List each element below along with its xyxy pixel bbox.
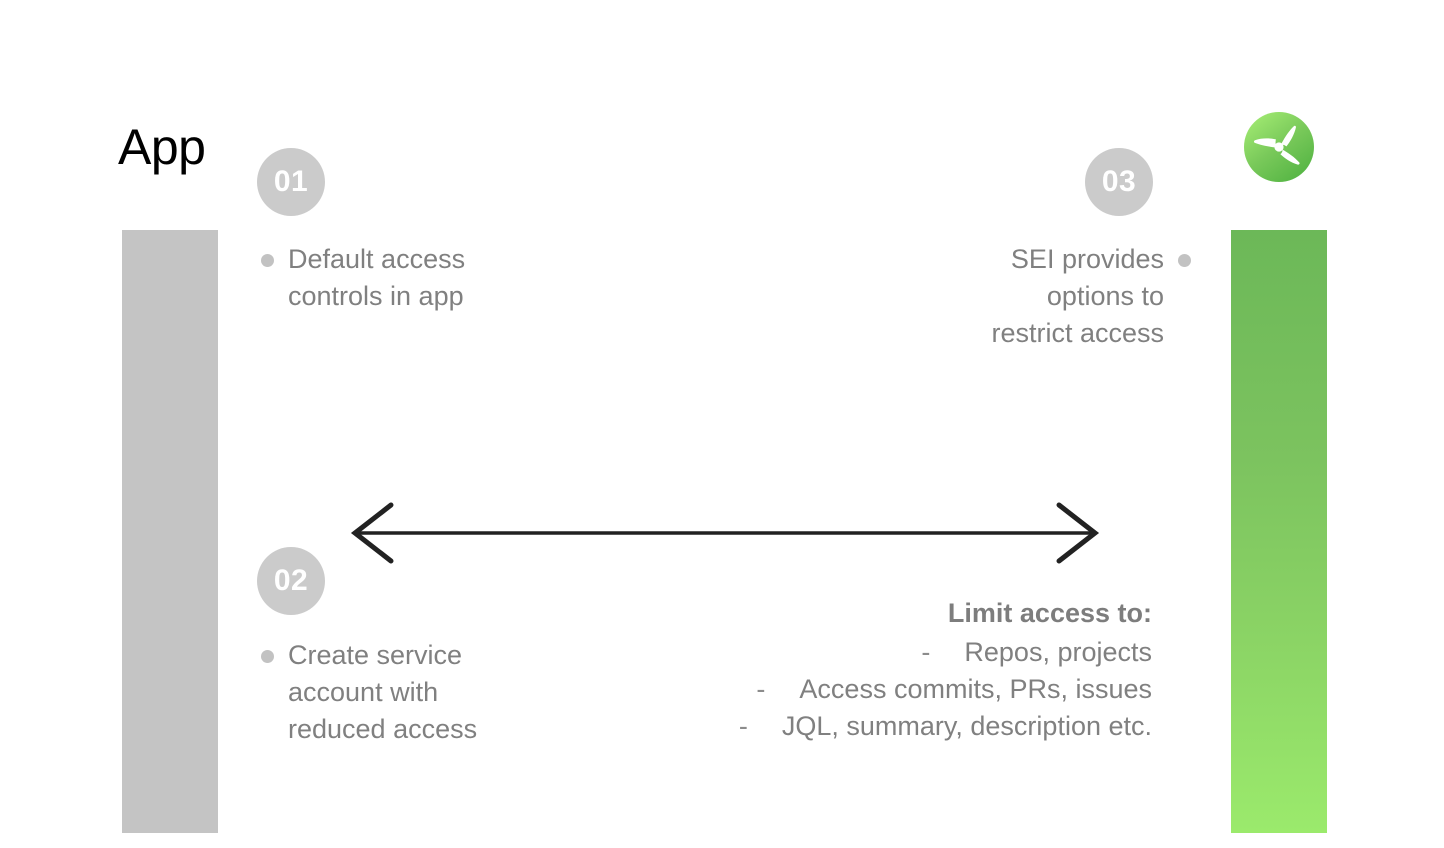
limit-access-row: - Repos, projects [620,634,1152,671]
step-text-01: Default access controls in app [261,241,501,315]
limit-access-item: Repos, projects [964,637,1152,667]
double-headed-arrow [345,498,1105,568]
page-title: App [118,119,206,175]
step-text-02-label: Create service account with reduced acce… [288,640,478,744]
dash-marker: - [738,711,748,741]
step-text-02: Create service account with reduced acce… [261,637,511,748]
limit-access-row: - Access commits, PRs, issues [620,671,1152,708]
step-badge-01: 01 [257,148,325,216]
limit-access-heading: Limit access to: [947,598,1152,628]
step-badge-03: 03 [1085,148,1153,216]
step-text-03-label: SEI provides options to restrict access [991,244,1164,348]
step-text-03: SEI provides options to restrict access [938,241,1191,352]
limit-access-list: Limit access to: - Repos, projects - Acc… [620,595,1152,745]
bullet-dot-icon [261,254,274,267]
limit-access-item: JQL, summary, description etc. [781,711,1152,741]
bullet-dot-icon [1178,254,1191,267]
gray-bar [122,230,218,833]
step-text-01-label: Default access controls in app [288,244,466,311]
bullet-dot-icon [261,650,274,663]
green-gradient-bar [1231,230,1327,833]
harness-propeller-logo [1243,111,1315,183]
step-badge-02: 02 [257,547,325,615]
limit-access-item: Access commits, PRs, issues [799,674,1152,704]
dash-marker: - [921,637,931,667]
dash-marker: - [756,674,766,704]
limit-access-row: - JQL, summary, description etc. [620,708,1152,745]
